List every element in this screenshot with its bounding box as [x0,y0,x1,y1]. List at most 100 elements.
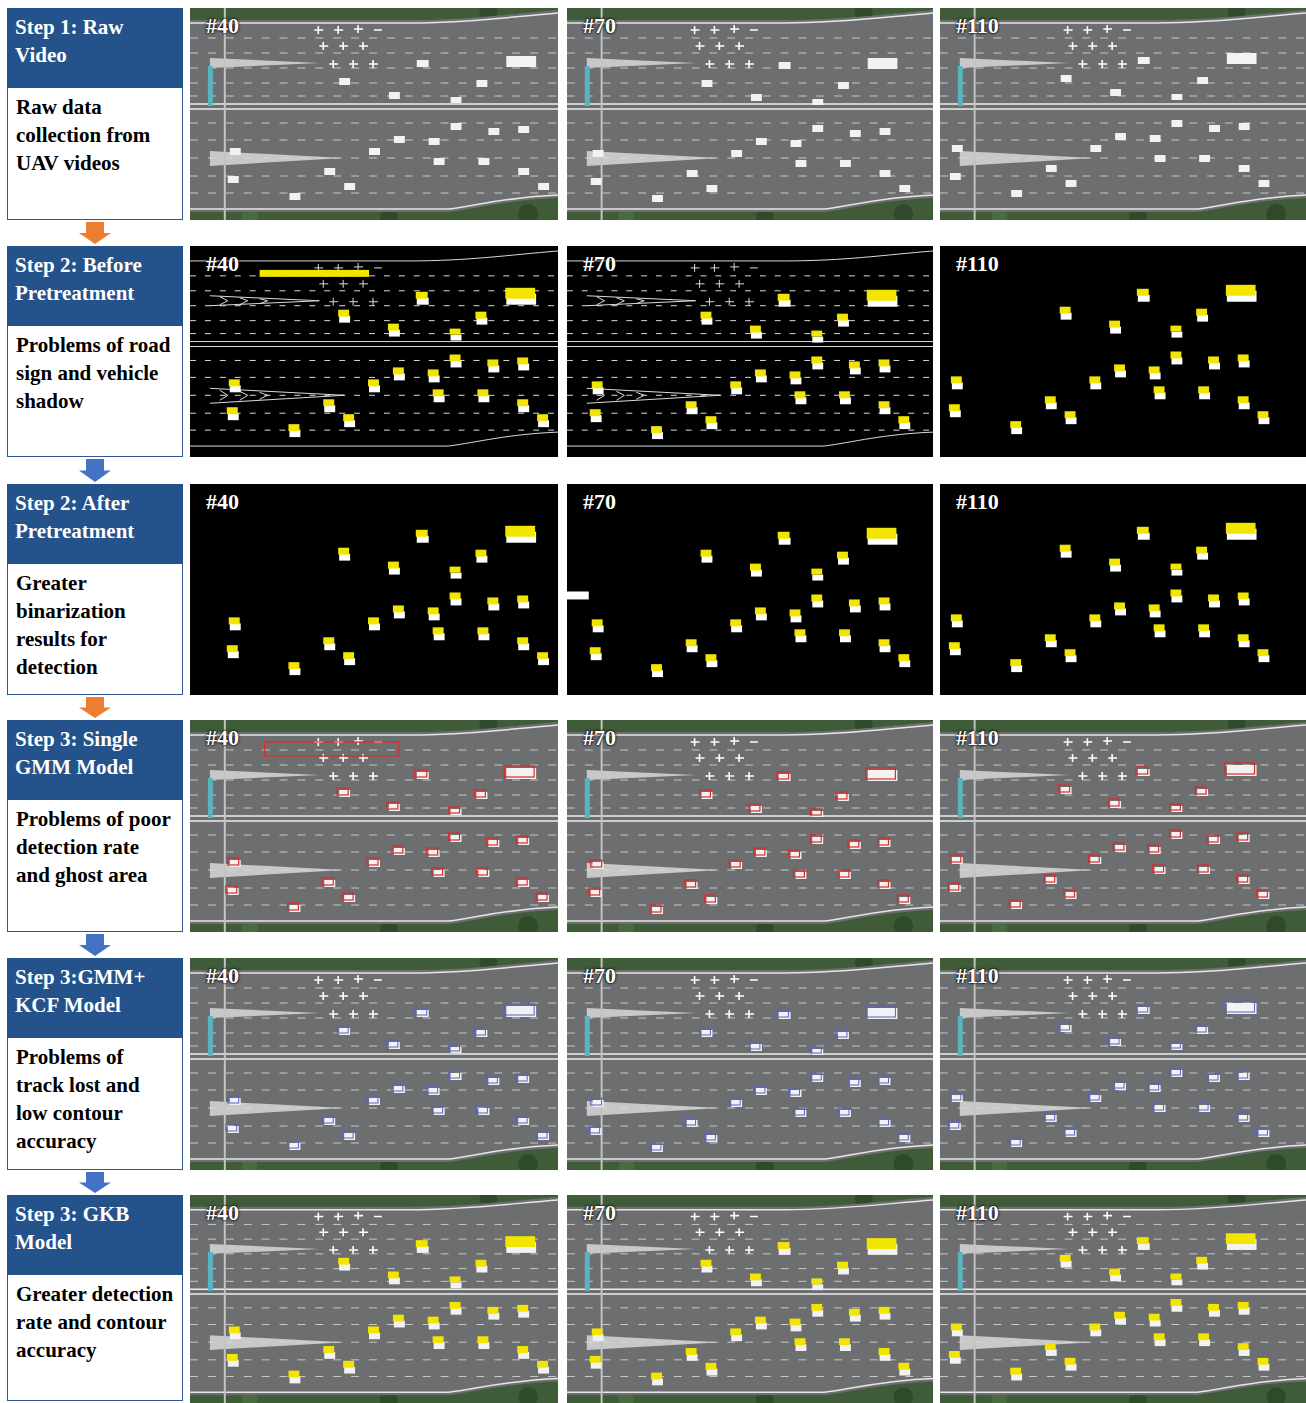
step-description: Greater binarization results for detecti… [7,564,183,695]
step-heading: Step 2: After Pretreatment [7,484,183,564]
detection-labels [227,1236,548,1377]
step-box: Step 3: Single GMM ModelProblems of poor… [7,720,183,932]
detection-boxes [948,763,1268,907]
binary-scene [567,246,933,457]
video-frame [940,484,1306,695]
video-frame [567,3,933,226]
frame-number: #40 [206,726,239,750]
road-scene [940,715,1306,938]
step-heading: Step 1: Raw Video [7,8,183,88]
frame-number: #70 [583,1201,616,1225]
vehicles [228,532,549,675]
frame-number: #40 [206,964,239,988]
frame-number: #70 [583,14,616,38]
vehicles [228,768,549,912]
video-frame [567,246,933,457]
flow-arrow [79,697,111,718]
step-description: Problems of track lost and low contour a… [7,1038,183,1170]
frame-number: #70 [583,964,616,988]
detection-labels [949,285,1269,428]
step-heading: Step 2: Before Pretreatment [7,246,183,326]
frame-number: #70 [583,726,616,750]
video-frame [190,246,558,457]
vehicles [591,534,911,677]
tracking-boxes [226,1004,547,1148]
frame-number: #40 [206,14,239,38]
detection-labels [590,290,910,433]
arrow-shape [79,222,111,244]
video-frame [567,484,933,695]
arrow-shape [79,697,111,718]
video-frame [940,1190,1306,1403]
video-frame [190,715,558,938]
road-scene [190,953,558,1176]
vehicles [228,294,549,437]
step-heading: Step 3:GMM+ KCF Model [7,958,183,1038]
binary-scene [190,484,558,695]
video-frame [567,953,933,1176]
step-heading: Step 3: Single GMM Model [7,720,183,800]
road-scene [190,1190,558,1403]
vehicles [228,56,549,200]
vehicles [950,1003,1270,1147]
video-frame [940,715,1306,938]
detection-labels [227,526,548,669]
frame-number: #40 [206,252,239,276]
step-description: Problems of road sign and vehicle shadow [7,326,183,457]
video-frame [940,246,1306,457]
frame-number: #40 [206,1201,239,1225]
frame-number: #110 [956,1201,999,1225]
binary-scene [567,484,933,695]
false-detection [260,270,369,277]
road-scene [940,1190,1306,1403]
video-frame [567,715,933,938]
arrow-shape [79,934,111,956]
vehicles [591,296,911,439]
step-description: Raw data collection from UAV videos [7,88,183,220]
step-heading: Step 3: GKB Model [7,1195,183,1275]
road-scene [567,715,933,938]
vehicles [228,1006,549,1150]
video-frame [190,484,558,695]
frame-number: #110 [956,726,999,750]
video-frame [190,3,558,226]
frame-number: #110 [956,14,999,38]
road-scene [567,3,933,226]
road-scene [567,953,933,1176]
video-frame [190,1190,558,1403]
road-scene [940,3,1306,226]
detection-labels [590,528,910,671]
video-frame [567,1190,933,1403]
detection-labels [949,1233,1269,1374]
vehicles [591,1008,911,1152]
tracking-boxes [948,1001,1268,1145]
video-frame [940,953,1306,1176]
road-scene [567,1190,933,1403]
vehicles [950,529,1270,672]
vehicles [950,291,1270,434]
frame-number: #40 [206,490,239,514]
step-box: Step 3:GMM+ KCF ModelProblems of track l… [7,958,183,1170]
binary-scene [940,484,1306,695]
ghost-blob [567,591,589,599]
detection-labels [227,288,548,431]
flow-arrow [79,934,111,956]
arrow-shape [79,459,111,482]
step-box: Step 2: Before PretreatmentProblems of r… [7,246,183,457]
road-scene [190,715,558,938]
step-box: Step 3: GKB ModelGreater detection rate … [7,1195,183,1401]
step-description: Greater detection rate and contour accur… [7,1275,183,1401]
frame-number: #70 [583,490,616,514]
vehicles [950,765,1270,909]
video-frame [940,3,1306,226]
vehicles [950,53,1270,197]
flow-arrow [79,459,111,482]
vehicles [591,58,911,202]
frame-number: #110 [956,490,999,514]
arrow-shape [79,1172,111,1193]
flow-arrow [79,222,111,244]
detection-labels [949,523,1269,666]
frame-number: #110 [956,252,999,276]
